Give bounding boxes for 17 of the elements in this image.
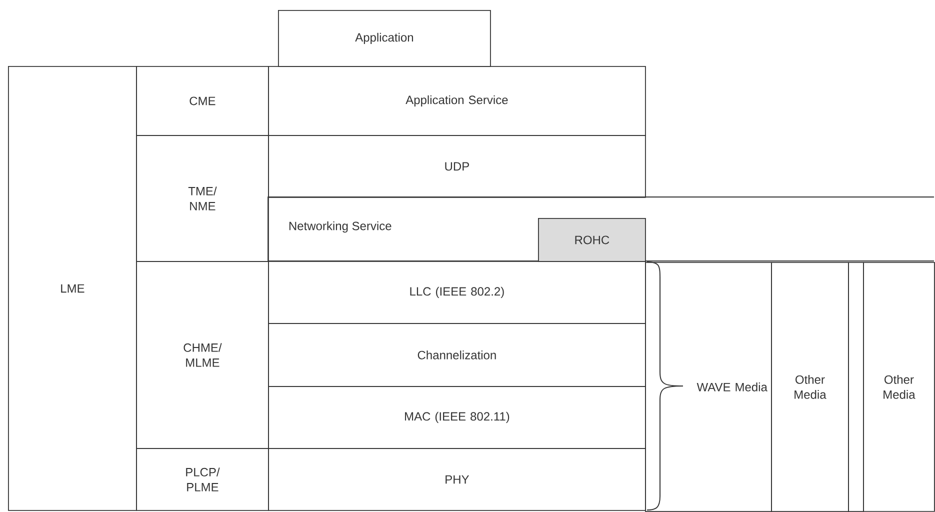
layer-box: LLC (IEEE 802.2) <box>268 261 646 324</box>
layer-box: Application Service <box>268 66 646 136</box>
layer-box: PLCP/ PLME <box>136 448 269 511</box>
layer-box: TME/ NME <box>136 135 269 262</box>
layer-box: Channelization <box>268 323 646 387</box>
layer-box: Application <box>278 10 491 67</box>
layer-box: CHME/ MLME <box>136 261 269 449</box>
media-column: Other Media <box>863 262 935 512</box>
header-compression-box: ROHC <box>538 218 646 262</box>
layer-box: PHY <box>268 448 646 511</box>
media-column <box>848 262 864 512</box>
layer-box: CME <box>136 66 269 136</box>
layer-box: UDP <box>268 135 646 198</box>
media-column: WAVE Media <box>645 262 772 512</box>
layer-box: MAC (IEEE 802.11) <box>268 386 646 449</box>
layer-box: LME <box>8 66 137 511</box>
media-column: Other Media <box>771 262 849 512</box>
